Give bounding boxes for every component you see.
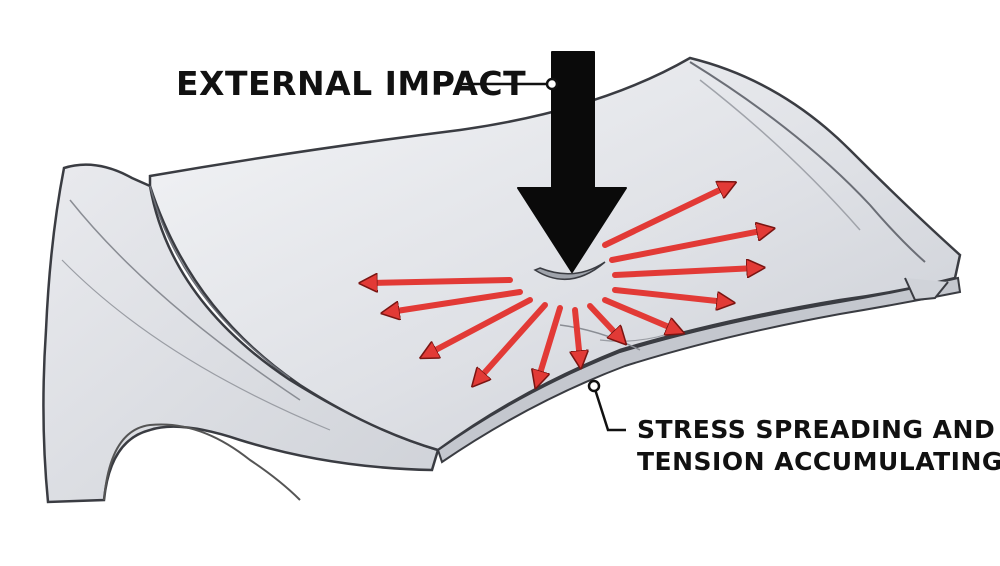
stress-arrow (390, 289, 523, 312)
hood-panel (148, 56, 962, 464)
stress-arrow (368, 280, 513, 283)
radiating-arrows-icon (368, 186, 766, 380)
stress-arrow (609, 230, 766, 263)
external-impact-label: EXTERNAL IMPACT (176, 64, 527, 103)
stress-label-line-1: STRESS SPREADING AND (637, 415, 996, 444)
stress-arrow (612, 268, 756, 275)
stress-arrow (478, 302, 548, 380)
arrow-down-icon (517, 51, 627, 273)
stress-label-line-2: TENSION ACCUMULATING (637, 447, 1000, 476)
stress-arrow (602, 186, 728, 248)
stress-arrow (587, 303, 620, 338)
stress-arrow (602, 297, 676, 330)
dent-mark (533, 261, 606, 281)
impact-leader-line (462, 77, 559, 91)
fender-panel (42, 163, 440, 504)
stress-arrow (428, 297, 533, 354)
stress-arrow (612, 287, 726, 302)
stress-label: STRESS SPREADING AND TENSION ACCUMULATIN… (637, 414, 1000, 478)
stress-arrow (538, 305, 563, 380)
stress-leader-line (587, 379, 626, 432)
stress-arrow (575, 307, 580, 360)
